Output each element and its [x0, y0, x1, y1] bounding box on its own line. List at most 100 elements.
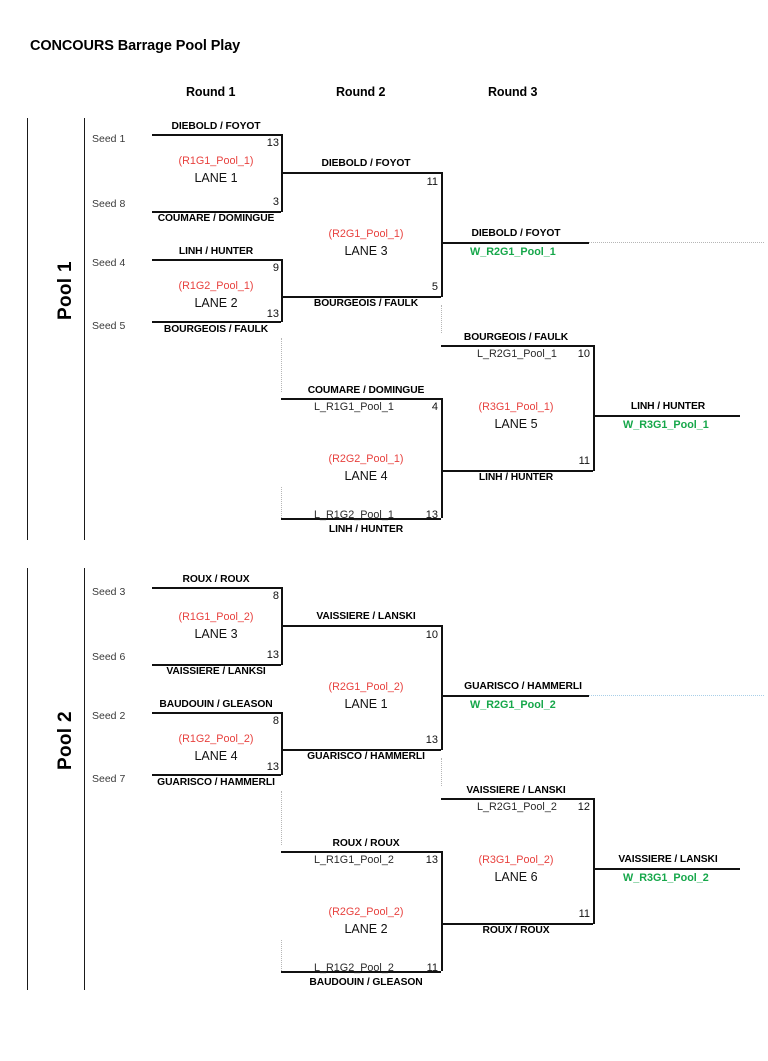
- pool-2-r1g2-top-score: 8: [272, 715, 279, 727]
- pool-2-r1g1-lane: LANE 3: [194, 627, 238, 641]
- round-header-3: Round 3: [488, 85, 538, 99]
- pool-2-r3g1-top-team: VAISSIERE / LANSKI: [466, 785, 566, 796]
- pool-2-r3g1-winner-code: W_R3G1_Pool_2: [623, 872, 709, 884]
- pool-2-r3g1-top-score: 12: [577, 801, 590, 813]
- pool-1-r2g1-top-team: DIEBOLD / FOYOT: [321, 158, 411, 169]
- pool-2-r1g2-bottom-score: 13: [266, 761, 279, 773]
- pool-2-r1g2-top-seed: Seed 2: [92, 710, 126, 722]
- pool-1-r2g1-top-score: 11: [426, 176, 438, 188]
- pool-1-r2g1-top-line: [303, 172, 441, 174]
- pool-2-r2g1-code: (R2G1_Pool_2): [328, 681, 404, 693]
- pool-2-r2g1-bracket-join: [441, 625, 443, 750]
- pool-2-r3g1-top-source: L_R2G1_Pool_2: [477, 801, 557, 813]
- pool-1-r1g2-bottom-line: [152, 321, 281, 323]
- pool-1-r1g1-lane: LANE 1: [194, 171, 238, 185]
- pool-2-r1g1-top-line: [152, 587, 281, 589]
- pool-1-r1g2-top-line: [152, 259, 281, 261]
- pool-1-r2g1-winner-line: [441, 242, 589, 244]
- pool-1-r3g1-bottom-team: LINH / HUNTER: [478, 472, 554, 483]
- pool-2-r1g1-bottom-team: VAISSIERE / LANKSI: [166, 666, 266, 677]
- pool-1-r1g2-bracket-join: [281, 259, 283, 322]
- pool-2-r2g2-bottom-line: [281, 971, 441, 973]
- pool-1-r1g2-top-team: LINH / HUNTER: [178, 246, 254, 257]
- pool-2-r3g1-winner-line: [593, 868, 740, 870]
- pool-2-r2g2-top-team: ROUX / ROUX: [332, 838, 400, 849]
- pool-1-r1g1-bottom-line: [152, 211, 281, 213]
- pool-1-r2g2-top-line: [281, 398, 441, 400]
- pool-1-r3g1-bracket-join: [593, 345, 595, 471]
- pool-2-r2g1-bottom-score: 13: [425, 734, 438, 746]
- pool-1-r2g1-winner-dotted-tail: [589, 242, 764, 243]
- pool-1-r1g2-top-seed: Seed 4: [92, 257, 126, 269]
- pool-2-r2g2-bottom-dotted-feed: [281, 940, 282, 971]
- pool-1-r2g1-bottom-score: 5: [431, 281, 438, 293]
- pool-2-r2g1-winner-code: W_R2G1_Pool_2: [470, 699, 556, 711]
- pool-1-r2g1-bracket-join: [441, 172, 443, 297]
- pool-2-r2g2-top-score: 13: [425, 854, 438, 866]
- pool-2-r1g1-bottom-seed: Seed 6: [92, 651, 126, 663]
- pool-2-r1g1-bottom-score: 13: [266, 649, 279, 661]
- pool-2-r1g2-bottom-line: [152, 774, 281, 776]
- pool-2-r2g2-top-source: L_R1G1_Pool_2: [314, 854, 394, 866]
- pool-2-r1g2-lane: LANE 4: [194, 749, 238, 763]
- pool-2-r2g1-winner-dotted-tail: [589, 695, 764, 696]
- pool-1-r2g1-lane: LANE 3: [344, 244, 388, 258]
- pool-1-r3g1-bottom-line: [441, 470, 593, 472]
- pool-1-r2g2-bottom-line: [281, 518, 441, 520]
- pool-1-r3g1-top-dotted-feed: [441, 305, 442, 333]
- pool-2-rail-right: [84, 568, 85, 990]
- pool-1-r3g1-top-team: BOURGEOIS / FAULK: [463, 332, 569, 343]
- pool-1-r1g1-top-seed: Seed 1: [92, 133, 126, 145]
- pool-1-r3g1-top-line: [441, 345, 593, 347]
- pool-2-r2g1-winner-team: GUARISCO / HAMMERLI: [464, 681, 582, 692]
- pool-1-r3g1-lane: LANE 5: [494, 417, 538, 431]
- pool-2-r3g1-bottom-score: 11: [578, 908, 590, 920]
- pool-2-r1g2-top-line: [152, 712, 281, 714]
- pool-2-r2g2-lane: LANE 2: [344, 922, 388, 936]
- pool-2-r2g1-top-score: 10: [425, 629, 438, 641]
- pool-1-r1g2-code: (R1G2_Pool_1): [178, 280, 254, 292]
- pool-1-r2g1-bottom-feed: [281, 296, 303, 298]
- pool-1-r1g1-top-score: 13: [266, 137, 279, 149]
- pool-2-r3g1-top-dotted-feed: [441, 758, 442, 786]
- pool-1-r1g2-bottom-seed: Seed 5: [92, 320, 126, 332]
- pool-2-r2g1-bottom-team: GUARISCO / HAMMERLI: [307, 751, 425, 762]
- pool-2-r1g2-bracket-join: [281, 712, 283, 775]
- pool-1-r2g1-top-feed: [281, 172, 303, 174]
- pool-2-r2g1-top-feed: [281, 625, 303, 627]
- pool-2-r2g1-top-line: [303, 625, 441, 627]
- pool-2-label: Pool 2: [55, 711, 76, 770]
- pool-2-r3g1-top-line: [441, 798, 593, 800]
- pool-2-r3g1-bracket-join: [593, 798, 595, 924]
- pool-1-r1g1-top-line: [152, 134, 281, 136]
- pool-2-rail-left: [27, 568, 28, 990]
- pool-2-r1g1-code: (R1G1_Pool_2): [178, 611, 254, 623]
- pool-1-r1g1-bottom-seed: Seed 8: [92, 198, 126, 210]
- pool-1-r3g1-winner-line: [593, 415, 740, 417]
- pool-2-r2g2-bracket-join: [441, 851, 443, 971]
- pool-1-r2g2-bottom-dotted-feed: [281, 487, 282, 518]
- pool-1-rail-left: [27, 118, 28, 540]
- pool-1-r2g2-bottom-source: L_R1G2_Pool_1: [314, 509, 394, 521]
- pool-1-r1g1-bottom-team: COUMARE / DOMINGUE: [157, 213, 275, 224]
- pool-1-r2g2-top-score: 4: [431, 401, 438, 413]
- pool-1-r1g2-lane: LANE 2: [194, 296, 238, 310]
- pool-1-rail-right: [84, 118, 85, 540]
- page-title: CONCOURS Barrage Pool Play: [30, 38, 241, 54]
- pool-2-r3g1-lane: LANE 6: [494, 870, 538, 884]
- pool-1-r3g1-top-score: 10: [577, 348, 590, 360]
- pool-2-r2g2-code: (R2G2_Pool_2): [328, 906, 404, 918]
- pool-2-r1g1-bottom-line: [152, 664, 281, 666]
- pool-2-r2g1-bottom-line: [303, 749, 441, 751]
- pool-1-r3g1-bottom-score: 11: [578, 455, 590, 467]
- pool-2-r3g1-winner-team: VAISSIERE / LANSKI: [618, 854, 718, 865]
- pool-1-label: Pool 1: [55, 261, 76, 320]
- pool-1-r2g2-bottom-score: 13: [425, 509, 438, 521]
- pool-2-r1g1-top-seed: Seed 3: [92, 586, 126, 598]
- pool-1-r1g2-bottom-team: BOURGEOIS / FAULK: [163, 324, 269, 335]
- pool-1-r2g1-code: (R2G1_Pool_1): [328, 228, 404, 240]
- pool-2-r1g1-top-score: 8: [272, 590, 279, 602]
- pool-2-r1g2-bottom-team: GUARISCO / HAMMERLI: [157, 777, 275, 788]
- pool-2-r2g2-bottom-team: BAUDOUIN / GLEASON: [309, 977, 423, 988]
